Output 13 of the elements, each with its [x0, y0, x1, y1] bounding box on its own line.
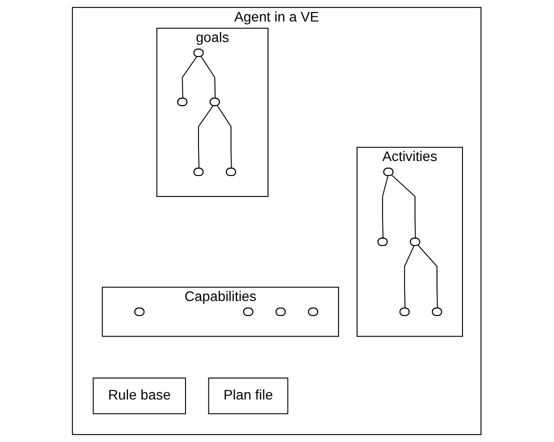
connector: [182, 56, 198, 100]
connector: [382, 176, 389, 240]
cluster: Activities: [356, 146, 464, 337]
node-box: Rule base: [93, 378, 186, 414]
connector: [217, 105, 232, 170]
connector: [418, 245, 438, 310]
connector: [198, 105, 214, 170]
node-box: Plan file: [208, 378, 289, 414]
connector: [404, 246, 415, 310]
cluster: Capabilities: [102, 286, 340, 337]
connector: [392, 174, 416, 240]
cluster: goals: [156, 28, 269, 197]
connector: [201, 56, 216, 100]
